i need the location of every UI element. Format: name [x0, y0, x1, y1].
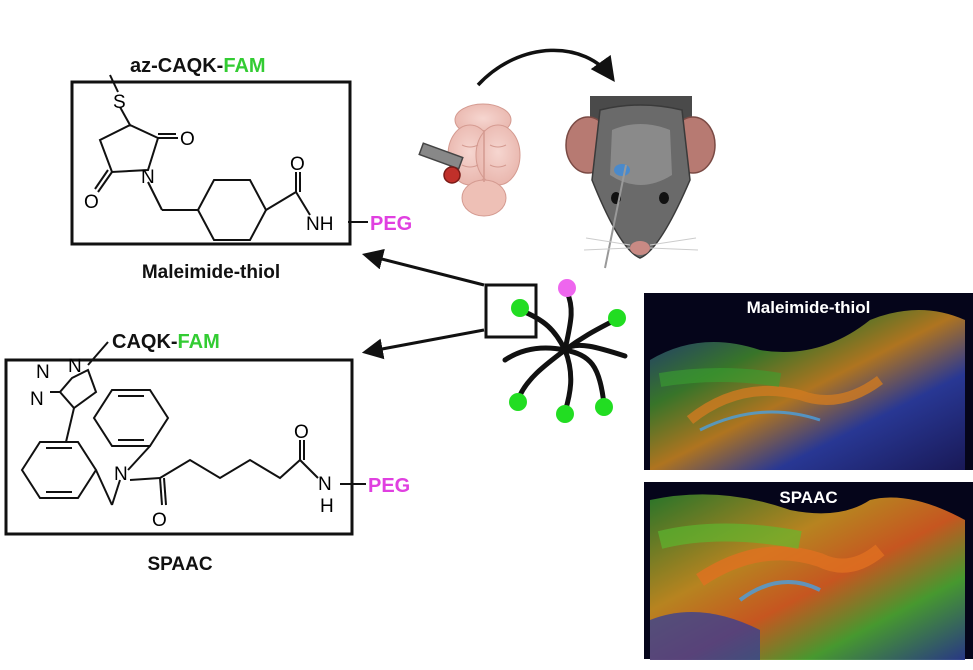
arrow-to-maleimide	[361, 248, 485, 287]
amide-nitrogen-label: N	[318, 474, 332, 495]
bottom-structure-box	[4, 358, 354, 536]
oxygen-label: O	[84, 192, 99, 213]
top-structure-caption: Maleimide-thiol	[142, 262, 280, 283]
arrow-to-spaac	[361, 328, 485, 360]
bottom-peptide-label: CAQK-FAM	[112, 331, 220, 353]
connector-arrows	[361, 248, 485, 360]
tissue-panel-maleimide	[644, 293, 973, 470]
top-panel-title: Maleimide-thiol	[746, 298, 871, 317]
bottom-structure-caption: SPAAC	[147, 554, 212, 575]
top-structure-box	[70, 80, 352, 246]
oxygen-label: O	[180, 129, 195, 150]
maleimide-thiol-structure: az-CAQK-FAM S O O N O NH PEG	[70, 55, 412, 283]
peg-label: PEG	[368, 475, 410, 497]
sulfur-label: S	[113, 92, 126, 113]
oxygen-label: O	[290, 154, 305, 175]
syringe-icon	[418, 142, 464, 184]
amide-label: NH	[306, 214, 333, 235]
nitrogen-label: N	[141, 167, 155, 188]
triazole-nitrogen-label: N	[30, 389, 44, 410]
triazole-nitrogen-label: N	[68, 356, 82, 377]
oxygen-label: O	[152, 510, 167, 531]
brain-icon	[447, 103, 521, 217]
bottom-panel-title: SPAAC	[779, 488, 838, 507]
oxygen-label: O	[294, 422, 309, 443]
spaac-structure: CAQK-FAM	[4, 331, 410, 575]
triazole-nitrogen-label: N	[36, 362, 50, 383]
peg-label: PEG	[370, 213, 412, 235]
top-peptide-label: az-CAQK-FAM	[130, 55, 266, 77]
tissue-panel-spaac	[644, 482, 973, 660]
curved-arrow-icon	[476, 48, 615, 87]
mouse-head-icon	[565, 96, 716, 269]
amide-hydrogen-label: H	[320, 496, 334, 517]
nitrogen-label: N	[114, 464, 128, 485]
star-polymer-icon	[484, 279, 628, 423]
